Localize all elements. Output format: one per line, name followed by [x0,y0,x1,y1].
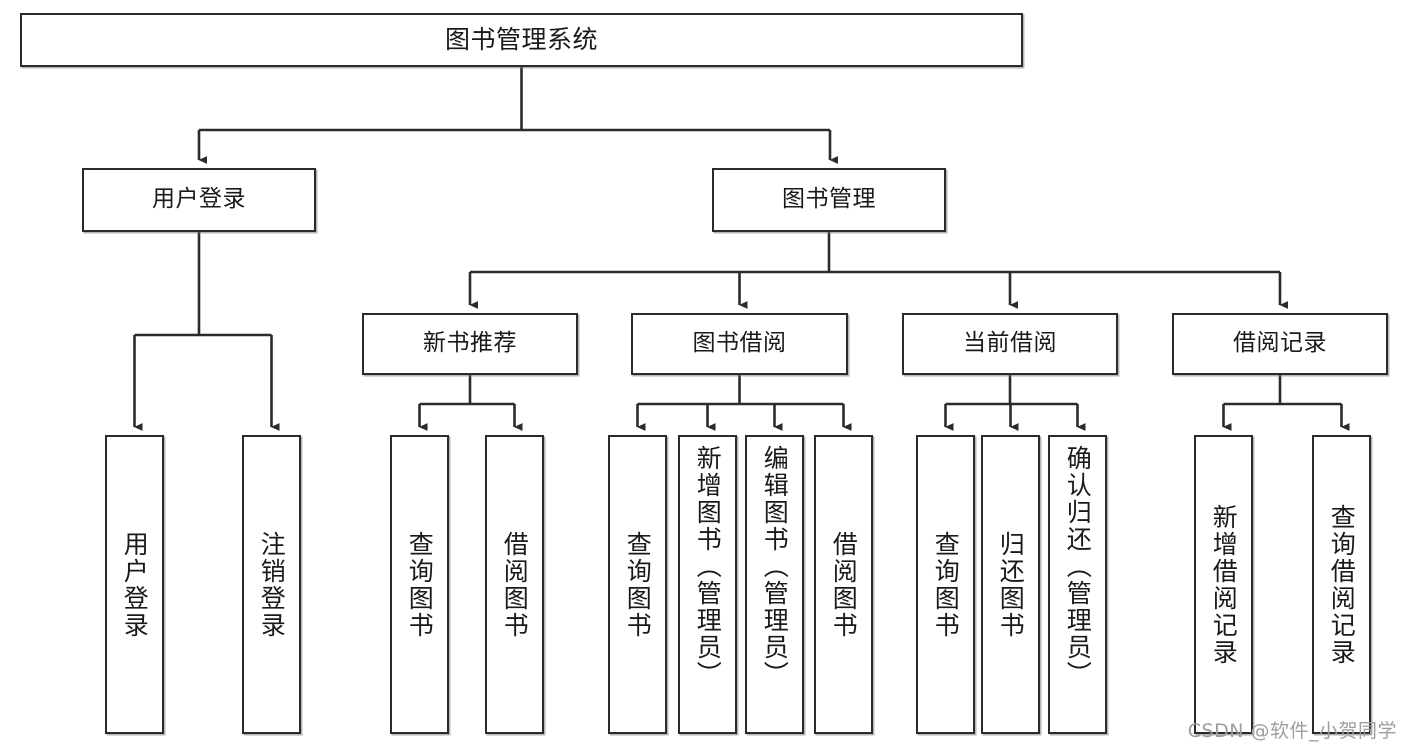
node-leaf-br-add-record[interactable]: 新增借阅记录 [1194,435,1253,734]
node-label: 编辑图书（管理员） [760,445,790,688]
node-label: 图书管理系统 [444,25,598,55]
node-user-login[interactable]: 用户登录 [82,168,316,232]
node-book-management[interactable]: 图书管理 [712,168,946,232]
node-book-management-system[interactable]: 图书管理系统 [20,13,1023,67]
node-leaf-user-logout[interactable]: 注销登录 [242,435,301,734]
node-label: 查询图书 [931,530,961,639]
node-book-borrow[interactable]: 图书借阅 [631,313,848,375]
node-label: 归还图书 [996,530,1026,639]
node-label: 用户登录 [152,186,246,213]
csdn-watermark: CSDN @软件_小贺同学 [1187,720,1397,742]
node-label: 用户登录 [120,530,150,639]
node-label: 新增借阅记录 [1209,503,1239,666]
node-label: 图书借阅 [692,330,787,357]
node-label: 借阅图书 [500,530,530,639]
node-label: 查询图书 [405,530,435,639]
node-leaf-nbr-borrow-book[interactable]: 借阅图书 [485,435,544,734]
node-label: 当前借阅 [963,330,1057,357]
node-leaf-cb-confirm-return[interactable]: 确认归还（管理员） [1048,435,1107,734]
node-label: 查询图书 [623,530,653,639]
node-label: 借阅记录 [1233,330,1327,357]
node-leaf-nbr-query-book[interactable]: 查询图书 [390,435,449,734]
node-leaf-cb-return-book[interactable]: 归还图书 [981,435,1040,734]
node-label: 查询借阅记录 [1327,503,1357,666]
node-label: 确认归还（管理员） [1063,445,1093,688]
node-label: 新增图书（管理员） [693,445,723,688]
node-label: 注销登录 [257,530,287,639]
node-current-borrow[interactable]: 当前借阅 [902,313,1118,375]
node-leaf-bb-query-book[interactable]: 查询图书 [608,435,667,734]
node-label: 新书推荐 [423,330,517,357]
node-leaf-bb-edit-book[interactable]: 编辑图书（管理员） [745,435,804,734]
node-leaf-user-login[interactable]: 用户登录 [105,435,164,734]
node-borrow-record[interactable]: 借阅记录 [1172,313,1388,375]
node-label: 借阅图书 [829,530,859,639]
node-leaf-cb-query-book[interactable]: 查询图书 [916,435,975,734]
node-new-book-recommend[interactable]: 新书推荐 [362,313,578,375]
node-leaf-bb-borrow-book[interactable]: 借阅图书 [814,435,873,734]
node-label: 图书管理 [782,186,876,213]
node-leaf-br-query-record[interactable]: 查询借阅记录 [1312,435,1371,734]
node-leaf-bb-add-book[interactable]: 新增图书（管理员） [678,435,737,734]
